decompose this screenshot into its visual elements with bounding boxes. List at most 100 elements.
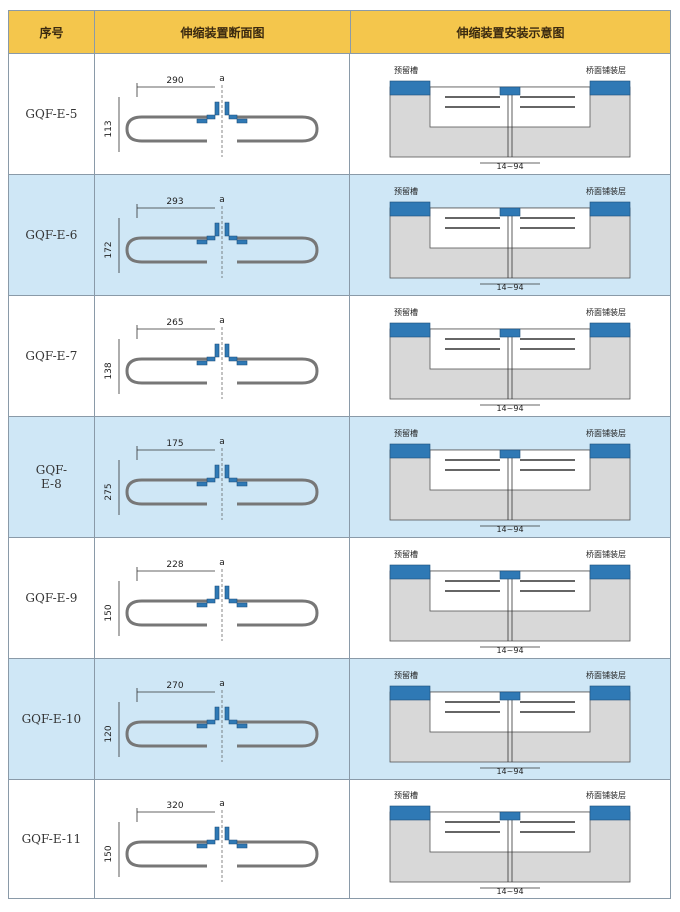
left-anchor-loop [125,599,215,626]
right-pavement-layer [589,80,631,95]
slot-label: 预留槽 [394,186,418,196]
header-index: 序号 [9,11,95,53]
height-dim-label: 150 [104,845,114,862]
height-dim-label: 113 [104,120,114,137]
left-anchor-loop [125,115,215,142]
right-steel-profile [224,343,248,365]
right-steel-profile [224,706,248,728]
right-steel-profile [224,826,248,848]
gap-label: a [219,437,225,447]
right-pavement-layer [589,564,631,579]
range-label: 14~94 [496,887,523,896]
gap-label: a [219,74,225,84]
right-anchor-loop [228,115,319,142]
width-dim-label: 175 [166,439,183,449]
left-steel-profile [196,343,220,365]
right-pavement-layer [589,685,631,700]
install-drawing: 预留槽桥面铺装层14~94 [389,186,631,292]
right-pavement-layer [589,805,631,820]
left-anchor-loop [125,478,215,505]
left-pavement-layer [389,322,431,337]
left-steel-profile [196,706,220,728]
pavement-label: 桥面铺装层 [586,549,626,559]
left-steel-profile [196,464,220,486]
pavement-label: 桥面铺装层 [586,186,626,196]
left-steel-profile [196,101,220,123]
pavement-label: 桥面铺装层 [586,790,626,800]
height-dim-label: 150 [104,604,114,621]
left-pavement-layer [389,443,431,458]
right-steel-profile [224,585,248,607]
gap-label: a [219,679,225,689]
anchor-rebars [445,579,575,592]
anchor-rebars [445,95,575,108]
model-label: GQF- E-8 [9,417,95,537]
model-label: GQF-E-6 [9,175,95,295]
anchor-rebars [445,216,575,229]
section-cell: 320 a 150 [95,780,350,898]
right-pavement-layer [589,201,631,216]
pavement-label: 桥面铺装层 [586,670,626,680]
right-pavement-layer [589,443,631,458]
joint-profile [499,86,521,95]
anchor-rebars [445,820,575,833]
gap-label: a [219,799,225,809]
left-pavement-layer [389,564,431,579]
install-drawing: 预留槽桥面铺装层14~94 [389,670,631,776]
range-label: 14~94 [496,767,523,776]
model-label: GQF-E-5 [9,54,95,174]
slot-label: 预留槽 [394,428,418,438]
joint-profile [499,811,521,820]
model-label: GQF-E-10 [9,659,95,779]
joint-profile [499,691,521,700]
left-anchor-loop [125,720,215,747]
gap-label: a [219,316,225,326]
width-dim-label: 228 [166,560,183,570]
install-drawing: 预留槽桥面铺装层14~94 [389,790,631,896]
width-dim-label: 270 [166,681,183,691]
header-section-drawing: 伸缩装置断面图 [95,11,351,53]
right-anchor-loop [228,599,319,626]
install-drawing: 预留槽桥面铺装层14~94 [389,428,631,534]
slot-label: 预留槽 [394,307,418,317]
anchor-rebars [445,337,575,350]
width-dim-label: 265 [166,318,183,328]
model-label: GQF-E-9 [9,538,95,658]
install-drawing: 预留槽桥面铺装层14~94 [389,307,631,413]
joint-profile [499,328,521,337]
right-steel-profile [224,464,248,486]
pavement-label: 桥面铺装层 [586,307,626,317]
slot-label: 预留槽 [394,549,418,559]
left-steel-profile [196,585,220,607]
section-drawing: 320 a 150 [104,799,319,882]
model-label: GQF-E-11 [9,780,95,898]
width-dim-label: 320 [166,801,183,811]
model-label: GQF-E-7 [9,296,95,416]
pavement-label: 桥面铺装层 [586,65,626,75]
left-steel-profile [196,222,220,244]
joint-profile [499,207,521,216]
install-drawing: 预留槽桥面铺装层14~94 [389,549,631,655]
anchor-rebars [445,458,575,471]
right-anchor-loop [228,840,319,867]
section-cell: 175 a 275 [95,417,350,537]
header-install-drawing: 伸缩装置安装示意图 [456,25,565,40]
height-dim-label: 275 [104,483,114,500]
